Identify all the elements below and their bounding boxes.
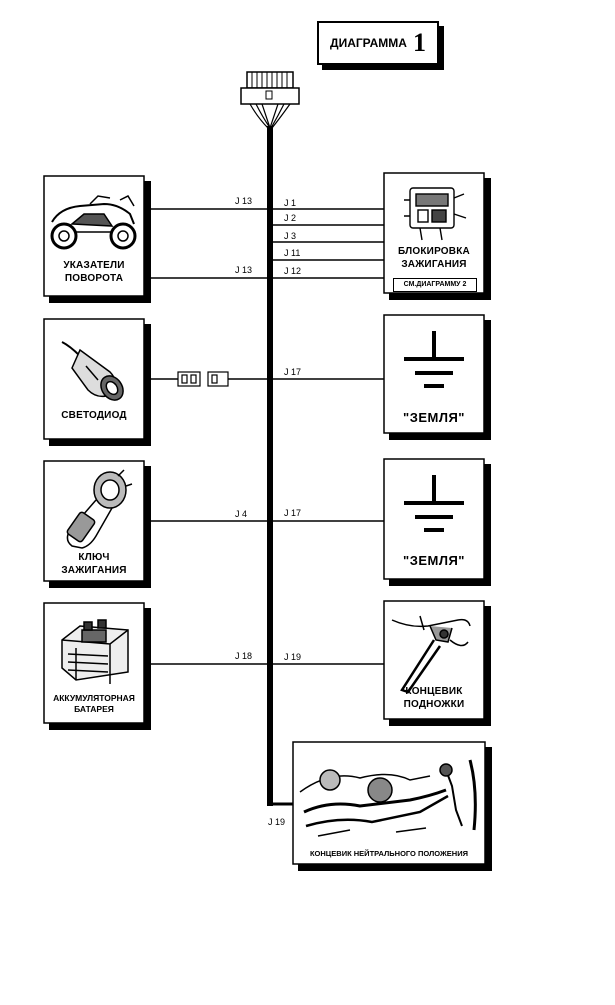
ignition-lock-box — [383, 172, 485, 294]
diagram-title: ДИАГРАММА 1 — [317, 21, 439, 65]
diagram-title-text: ДИАГРАММА — [330, 36, 407, 50]
inline-connector-icon — [177, 371, 229, 387]
ground-icon — [404, 331, 464, 388]
wire-label-j19-a: J 19 — [284, 652, 302, 662]
wire-label-j11: J 11 — [284, 248, 301, 258]
wire-label-j17-b: J 17 — [284, 508, 302, 518]
diagram-number: 1 — [412, 28, 426, 57]
wire-label-j1: J 1 — [284, 198, 297, 208]
wire-label-j13-top: J 13 — [235, 196, 253, 206]
wire-label-j17-a: J 17 — [284, 367, 302, 377]
battery-icon — [61, 619, 129, 684]
wires — [144, 208, 384, 665]
led-icon — [61, 341, 124, 401]
wire-label-j4: J 4 — [235, 509, 248, 519]
led-label: СВЕТОДИОД — [61, 410, 127, 421]
wire-label-j19-b: J 19 — [268, 817, 286, 827]
main-connector-icon — [240, 71, 300, 129]
motorcycle-icon — [50, 195, 137, 250]
ignition-key-label: КЛЮЧ ЗАЖИГАНИЯ — [61, 552, 127, 576]
neutral-switch-label: КОНЦЕВИК НЕЙТРАЛЬНОГО ПОЛОЖЕНИЯ — [309, 849, 468, 858]
ignition-lock-reference: СМ.ДИАГРАММУ 2 — [393, 278, 477, 292]
ground-label-1: "ЗЕМЛЯ" — [403, 410, 465, 425]
ground-icon — [404, 475, 464, 532]
ground-label-2: "ЗЕМЛЯ" — [403, 553, 465, 568]
turn-signals-label: УКАЗАТЕЛИ ПОВОРОТА — [63, 260, 125, 284]
wire-label-j2: J 2 — [284, 213, 297, 223]
wire-label-j12: J 12 — [284, 266, 302, 276]
ignition-lock-label: БЛОКИРОВКА ЗАЖИГАНИЯ — [398, 246, 470, 270]
wire-label-j3: J 3 — [284, 231, 297, 241]
ignition-key-icon — [66, 469, 133, 549]
neutral-switch-icon — [299, 759, 477, 837]
wire-label-j13-bottom: J 13 — [235, 265, 253, 275]
sidestand-switch-label: КОНЦЕВИК ПОДНОЖКИ — [403, 686, 465, 710]
sidestand-switch-icon — [391, 615, 471, 694]
wire-label-j18: J 18 — [235, 651, 253, 661]
ignition-lock-icon — [404, 187, 467, 241]
battery-label: АККУМУЛЯТОРНАЯ БАТАРЕЯ — [53, 693, 135, 714]
